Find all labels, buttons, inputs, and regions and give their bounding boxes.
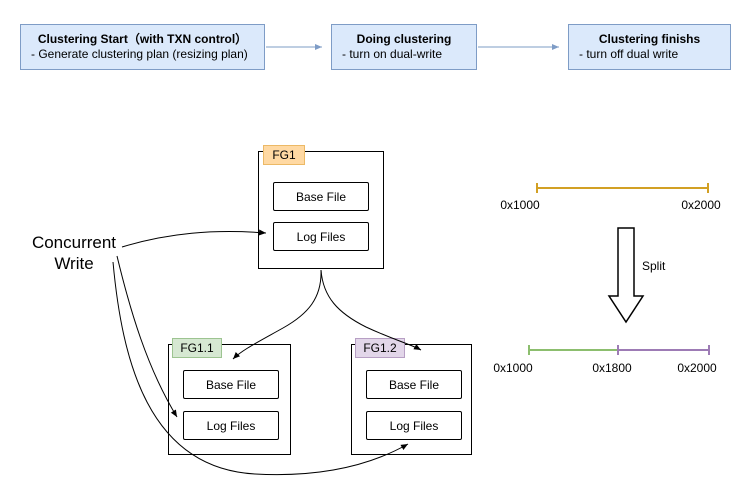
flow-step-title: Doing clustering	[356, 32, 452, 46]
range-after-start-label: 0x1000	[493, 361, 533, 375]
concurrent-write-arrow-to-fg1-log	[121, 229, 267, 248]
fg1-2-log-files-box: Log Files	[366, 411, 462, 440]
split-label: Split	[642, 259, 666, 273]
range-before-end-label: 0x2000	[681, 198, 721, 212]
concurrent-write-line2: Write	[54, 254, 94, 273]
fg1-2-base-file-label: Base File	[388, 377, 440, 392]
fg1-log-files-box: Log Files	[273, 222, 369, 251]
fg1-1-base-file-label: Base File	[205, 377, 257, 392]
fg1-base-file-box: Base File	[273, 182, 369, 211]
fg1-2-label: FG1.2	[355, 338, 405, 358]
flow-step-title: Clustering finishs	[598, 32, 701, 46]
fg1-2-group-box: Base File Log Files	[351, 344, 472, 455]
flow-step-clustering-finishes: Clustering finishs - turn off dual write	[568, 24, 731, 70]
concurrent-write-line1: Concurrent	[31, 233, 117, 252]
fg1-1-label: FG1.1	[172, 338, 222, 358]
split-block-arrow	[607, 227, 645, 324]
fg1-log-files-label: Log Files	[296, 229, 346, 244]
flow-step-subtitle: - turn off dual write	[579, 47, 679, 61]
range-before-start-label: 0x1000	[500, 198, 540, 212]
fg1-base-file-label: Base File	[295, 189, 347, 204]
fg1-2-base-file-box: Base File	[366, 370, 462, 399]
flow-step-subtitle: - turn on dual-write	[342, 47, 443, 61]
fg1-1-group-box: Base File Log Files	[168, 344, 291, 455]
fg1-2-log-files-label: Log Files	[389, 418, 439, 433]
fg1-group-box: Base File Log Files	[258, 151, 384, 269]
flow-step-clustering-start: Clustering Start（with TXN control） - Gen…	[20, 24, 265, 70]
flow-step-title: Clustering Start（with TXN control）	[37, 32, 248, 46]
fg1-1-base-file-box: Base File	[183, 370, 279, 399]
flow-step-subtitle: - Generate clustering plan (resizing pla…	[31, 47, 248, 61]
concurrent-write-annotation: Concurrent Write	[18, 232, 130, 274]
range-after-end-label: 0x2000	[677, 361, 717, 375]
range-after-mid-label: 0x1800	[592, 361, 632, 375]
fg1-label: FG1	[263, 145, 305, 165]
fg1-1-log-files-label: Log Files	[206, 418, 256, 433]
flow-step-doing-clustering: Doing clustering - turn on dual-write	[331, 24, 477, 70]
fg1-1-log-files-box: Log Files	[183, 411, 279, 440]
